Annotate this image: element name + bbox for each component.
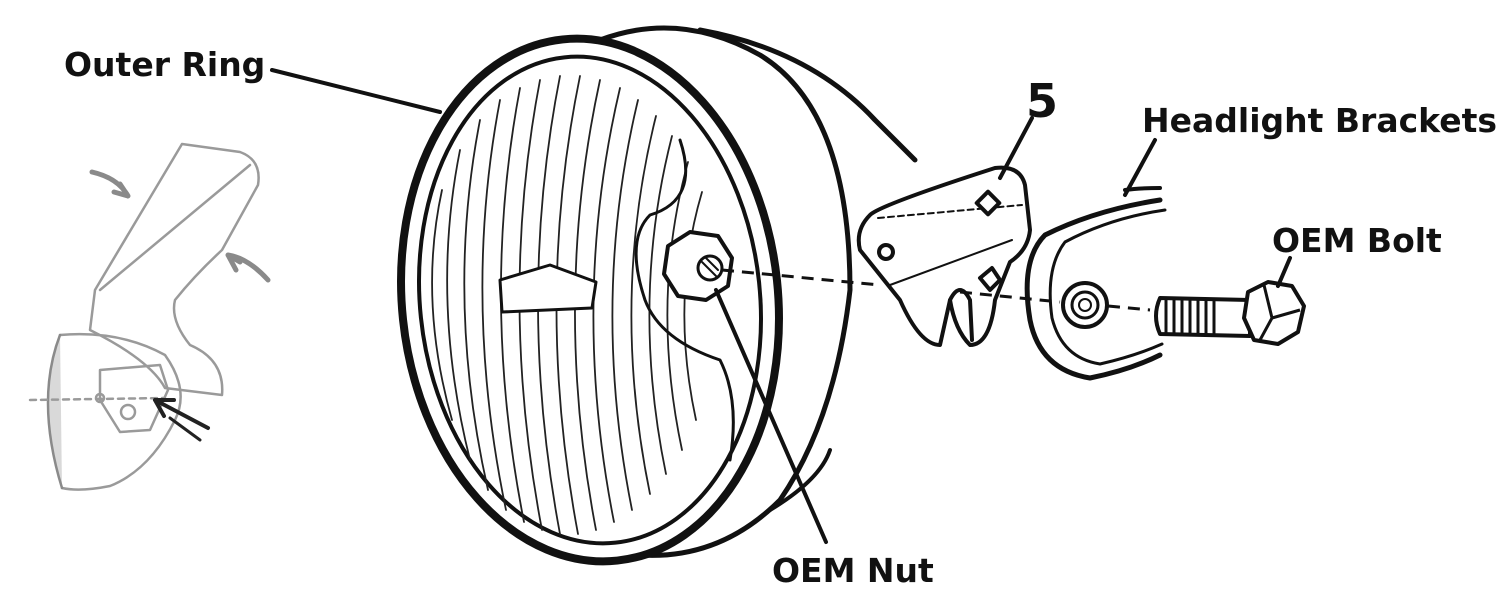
headlight-shell-rim [597, 25, 853, 558]
bracket-slot-lower [978, 266, 1002, 292]
fork-bracket-outline [1024, 197, 1163, 381]
leader-oem-bolt [1276, 256, 1292, 288]
fork-bracket-washer-inner [1070, 290, 1100, 320]
inset-arrow-top [89, 169, 131, 199]
inset-illustration [28, 142, 271, 491]
headlight [397, 25, 918, 566]
assembly-axis [721, 268, 1151, 312]
inset-pointer-arrow-tail [168, 416, 202, 442]
oem-bolt-shank [1154, 296, 1252, 338]
label-oem-bolt: OEM Bolt [1272, 221, 1442, 260]
oem-bolt-head [1242, 280, 1306, 346]
leader-outer-ring [270, 68, 442, 114]
oem-bolt-threads [1164, 298, 1216, 335]
leader-oem-nut [714, 288, 828, 544]
label-step-number: 5 [1026, 74, 1059, 128]
fork-headlight-bracket [1024, 186, 1167, 381]
inset-headlight-face [46, 333, 64, 490]
fork-bracket-washer-bore [1078, 298, 1092, 312]
inset-fork-crease [98, 163, 252, 292]
bracket-fold-line [877, 204, 1023, 219]
fork-bracket-washer [1061, 281, 1109, 329]
label-headlight-brackets: Headlight Brackets [1142, 101, 1498, 140]
oem-nut-thread [701, 257, 719, 277]
oem-bolt [1154, 280, 1306, 346]
headlight-lens-edge [417, 54, 763, 546]
leader-step-5 [998, 116, 1034, 180]
inset-fork-outline [88, 142, 260, 397]
headlight-shell-back-arc [697, 27, 918, 163]
inset-pointer-arrow [153, 398, 210, 430]
headlight-emblem-tab [498, 263, 598, 314]
bracket-fold-line-2 [889, 239, 1013, 286]
inset-arrow-right [225, 252, 271, 283]
inset-dashed-axis [28, 396, 167, 402]
headlight-shell-lower-arc [768, 448, 832, 512]
leader-headlight-brackets [1123, 138, 1157, 197]
headlight-nut-recess [634, 138, 735, 462]
inset-bracket-hole [119, 403, 137, 421]
fork-bracket-inner [1048, 208, 1167, 366]
bracket-hole-left [877, 243, 895, 261]
bracket-part-5 [856, 165, 1032, 347]
headlight-outer-ring [397, 34, 783, 566]
leader-lines [270, 68, 1292, 544]
oem-nut-bore [696, 254, 724, 282]
label-oem-nut: OEM Nut [772, 551, 934, 590]
bracket-hook [948, 288, 974, 342]
oem-bolt-head-facet [1258, 284, 1301, 341]
bracket-slot-top [974, 189, 1002, 217]
label-outer-ring: Outer Ring [64, 45, 266, 84]
